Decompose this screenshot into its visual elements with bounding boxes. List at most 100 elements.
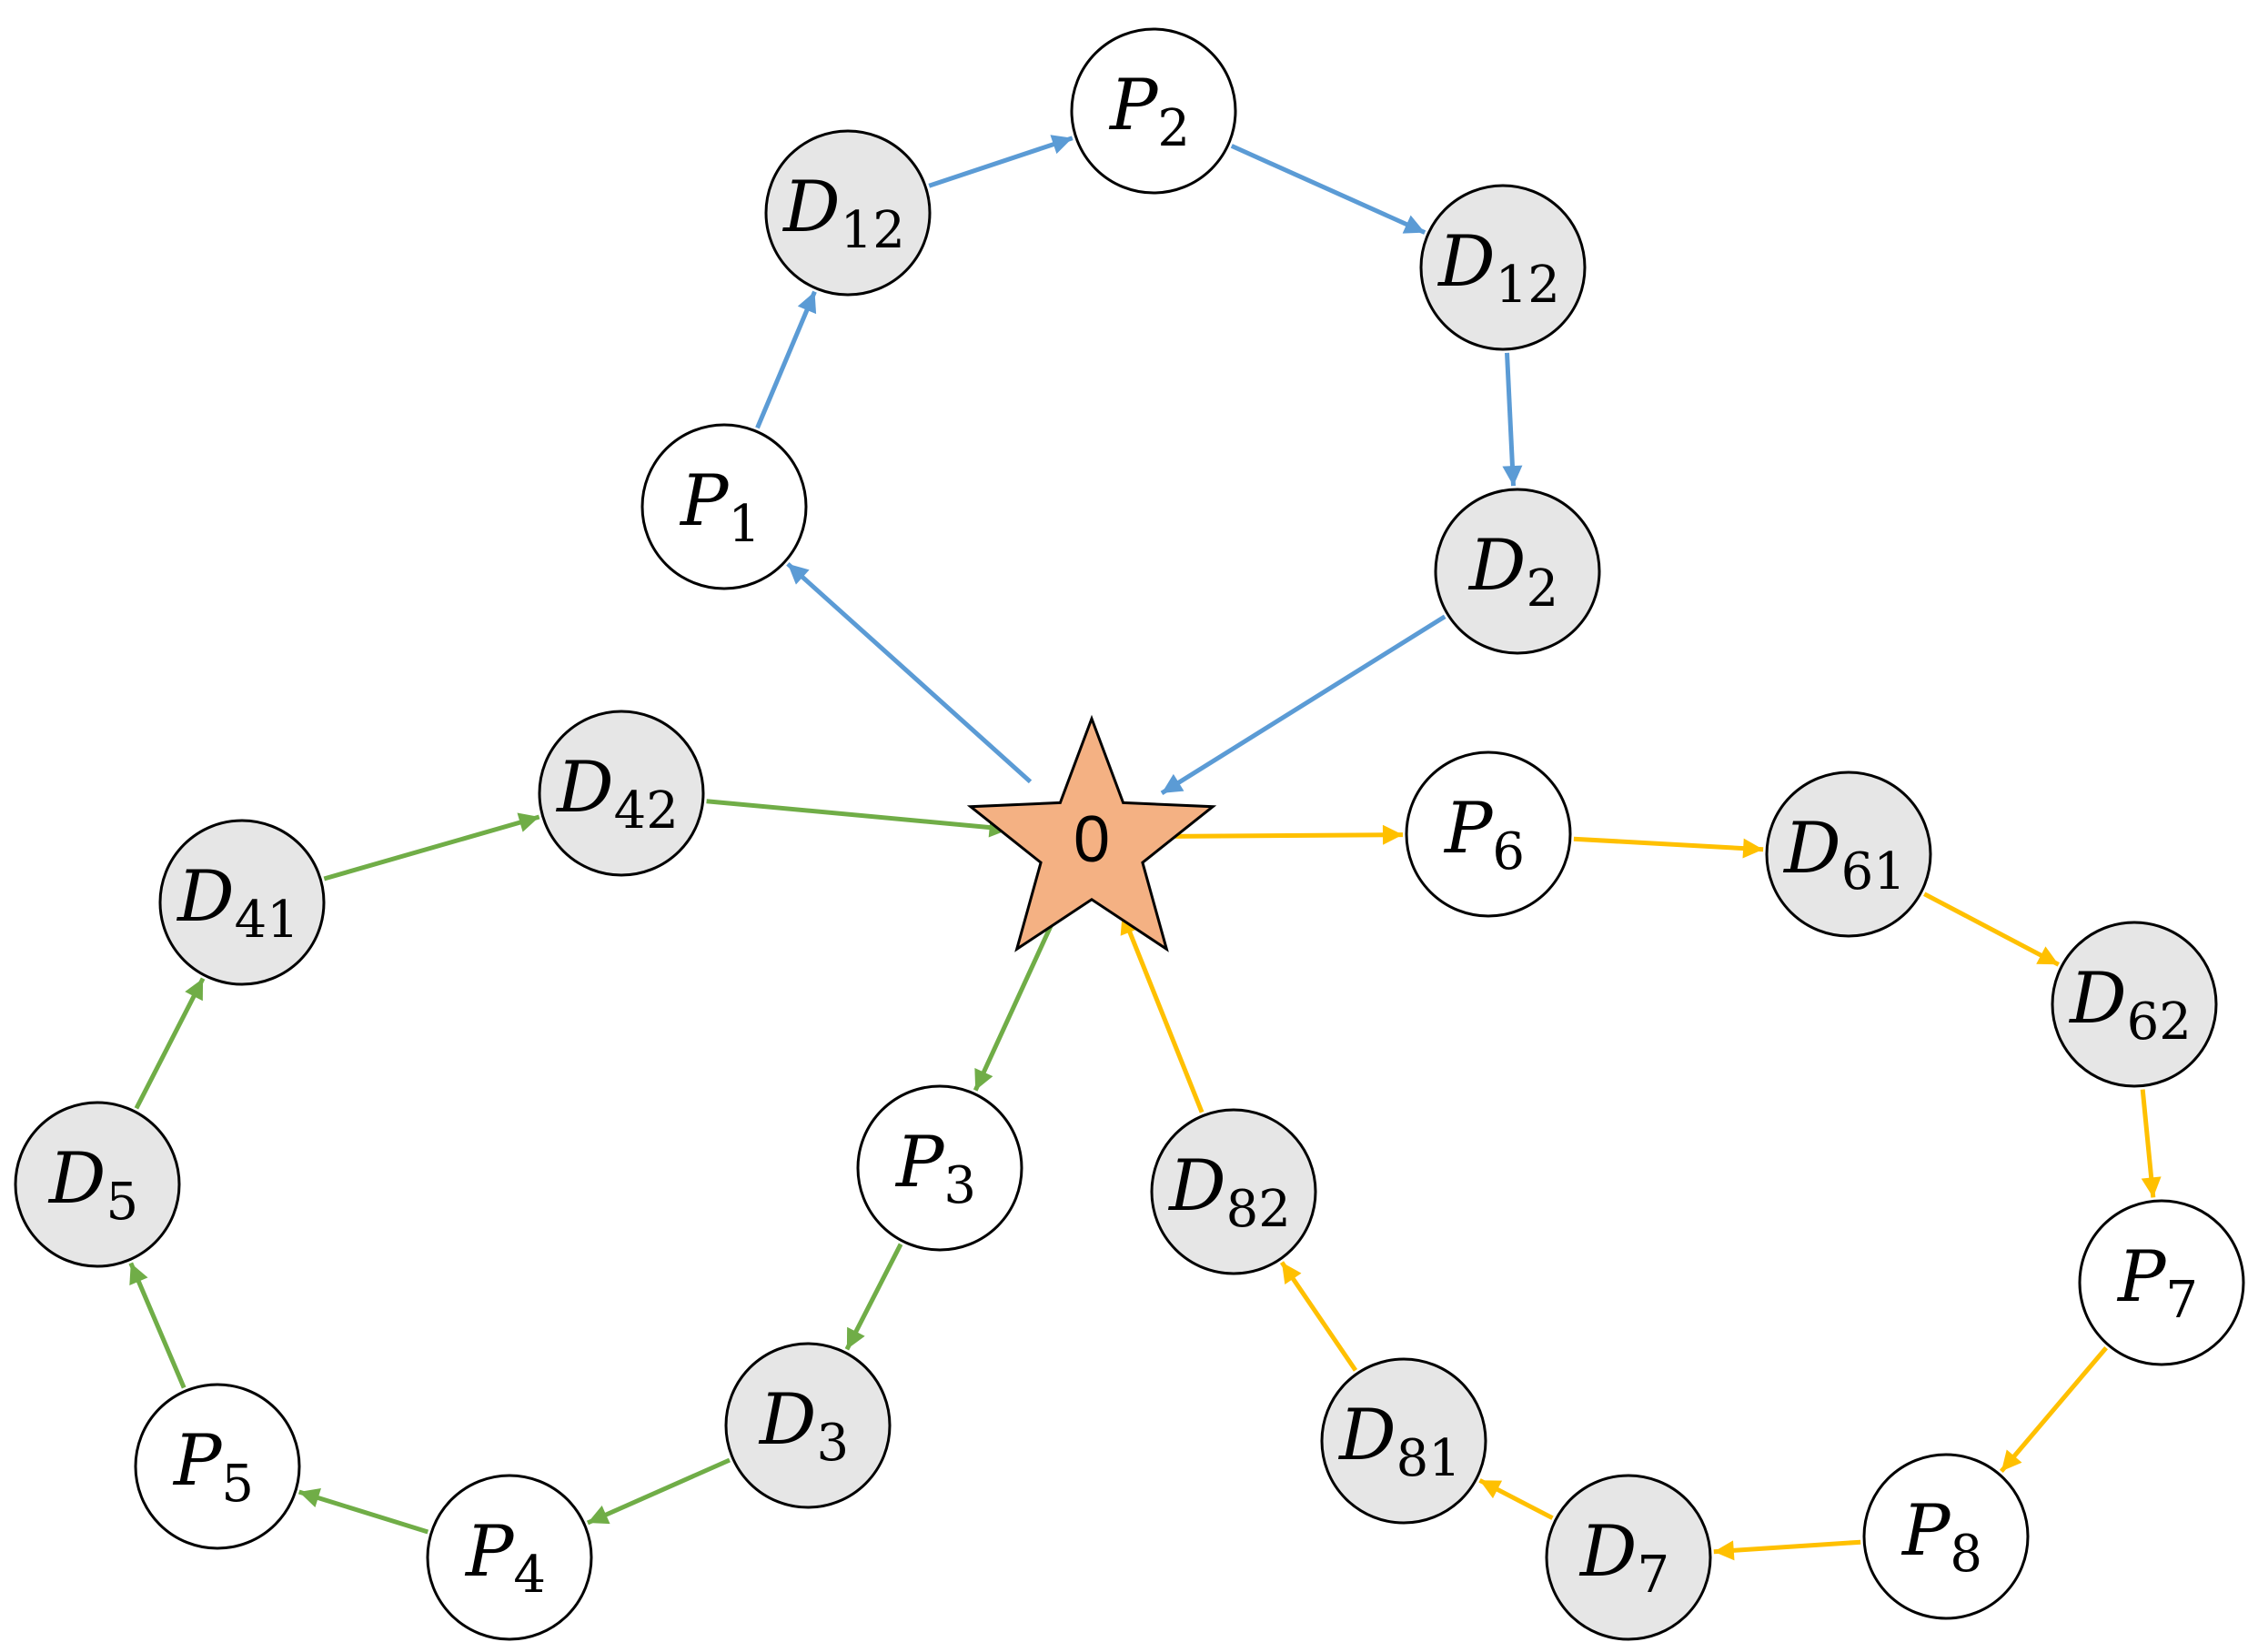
depot-star-icon <box>966 714 1217 952</box>
node-p3: P3 <box>856 1084 1023 1252</box>
node-circle <box>640 423 808 590</box>
depot-label: 0 <box>1074 803 1110 876</box>
node-subscript: 8 <box>1950 1525 1982 1584</box>
depot: 0 <box>966 714 1217 952</box>
node-letter: D <box>1436 221 1496 303</box>
node-p5: P5 <box>134 1383 301 1550</box>
node-p1: P1 <box>640 423 808 590</box>
node-letter: D <box>1782 808 1841 890</box>
edge-D62-to-P7 <box>2140 1089 2162 1198</box>
node-subscript: 42 <box>614 781 679 841</box>
node-subscript: 62 <box>2127 992 2192 1052</box>
node-subscript: 82 <box>1226 1180 1291 1239</box>
edge-D3-to-P4 <box>586 1457 731 1526</box>
node-letter: D <box>1578 1511 1638 1593</box>
node-d61: D61 <box>1765 771 1932 938</box>
node-subscript: 6 <box>1492 822 1525 881</box>
node-subscript: 2 <box>1526 559 1558 619</box>
node-letter: P <box>1443 788 1494 870</box>
edge-D12b-to-D2 <box>1502 352 1523 487</box>
node-label: P7 <box>2116 1236 2198 1330</box>
node-p8: P8 <box>1862 1453 2030 1620</box>
node-p2: P2 <box>1070 27 1237 195</box>
node-d2: D2 <box>1434 488 1601 655</box>
edge-P7-to-P8 <box>1999 1345 2109 1474</box>
node-subscript: 3 <box>943 1156 976 1215</box>
node-label: D61 <box>1782 808 1906 902</box>
edge-D7-to-D81 <box>1478 1478 1554 1520</box>
node-d81: D81 <box>1320 1357 1487 1525</box>
node-subscript: 7 <box>2165 1271 2198 1330</box>
node-label: P5 <box>172 1420 254 1514</box>
node-label: D81 <box>1337 1395 1461 1488</box>
node-letter: P <box>894 1122 945 1204</box>
node-d5: D5 <box>14 1101 181 1268</box>
node-letter: D <box>1167 1145 1226 1227</box>
node-d7: D7 <box>1545 1474 1712 1641</box>
edges-layer <box>128 135 2162 1561</box>
node-letter: D <box>758 1379 817 1461</box>
node-subscript: 5 <box>221 1455 254 1514</box>
node-subscript: 2 <box>1157 99 1190 158</box>
node-label: P2 <box>1108 65 1190 158</box>
node-label: D7 <box>1578 1511 1669 1605</box>
edge-0-to-P3 <box>973 911 1060 1092</box>
node-letter: D <box>47 1138 106 1220</box>
node-d82: D82 <box>1150 1108 1317 1275</box>
node-label: P6 <box>1443 788 1525 881</box>
node-d42: D42 <box>538 710 705 877</box>
node-letter: P <box>1900 1490 1951 1572</box>
edge-P4-to-P5 <box>297 1488 429 1535</box>
edge-P2-to-D12b <box>1230 144 1426 235</box>
node-subscript: 4 <box>513 1546 546 1605</box>
node-circle <box>1545 1474 1712 1641</box>
node-label: D62 <box>2068 958 2192 1052</box>
node-circle <box>1320 1357 1487 1525</box>
node-subscript: 5 <box>106 1173 138 1232</box>
node-label: D41 <box>176 856 299 950</box>
node-circle <box>724 1342 892 1509</box>
node-label: D82 <box>1167 1145 1291 1239</box>
node-subscript: 1 <box>728 495 761 554</box>
node-letter: D <box>555 747 614 829</box>
edge-D82-to-0 <box>1120 912 1205 1113</box>
node-circle <box>2078 1199 2245 1366</box>
node-label: D5 <box>47 1138 138 1232</box>
node-subscript: 3 <box>816 1414 849 1473</box>
node-p4: P4 <box>426 1474 593 1641</box>
node-letter: P <box>679 460 730 542</box>
edge-P3-to-D3 <box>844 1243 903 1351</box>
node-circle <box>426 1474 593 1641</box>
node-d12b: D12 <box>1419 184 1587 351</box>
node-circle <box>1150 1108 1317 1275</box>
node-letter: D <box>176 856 235 938</box>
node-letter: P <box>172 1420 223 1502</box>
edge-D81-to-D82 <box>1279 1261 1358 1372</box>
node-circle <box>2051 921 2218 1088</box>
edge-D5-to-D41 <box>134 977 206 1110</box>
node-letter: D <box>1467 525 1527 607</box>
node-circle <box>1862 1453 2030 1620</box>
edge-P8-to-D7 <box>1713 1539 1861 1561</box>
node-circle <box>1405 750 1572 918</box>
node-label: P4 <box>464 1511 546 1605</box>
node-label: D2 <box>1467 525 1558 619</box>
node-p7: P7 <box>2078 1199 2245 1366</box>
node-letter: D <box>2068 958 2127 1040</box>
edge-0-to-P6 <box>1174 824 1404 845</box>
edge-D41-to-D42 <box>323 812 540 881</box>
node-d41: D41 <box>158 819 326 986</box>
node-label: P8 <box>1900 1490 1982 1584</box>
node-circle <box>538 710 705 877</box>
node-subscript: 81 <box>1396 1429 1461 1488</box>
node-circle <box>764 129 932 297</box>
edge-D61-to-D62 <box>1923 891 2060 967</box>
node-d62: D62 <box>2051 921 2218 1088</box>
node-letter: D <box>1337 1395 1396 1476</box>
node-label: P3 <box>894 1122 976 1215</box>
node-circle <box>1765 771 1932 938</box>
edge-D12a-to-P2 <box>928 135 1074 188</box>
node-label: D3 <box>758 1379 849 1473</box>
